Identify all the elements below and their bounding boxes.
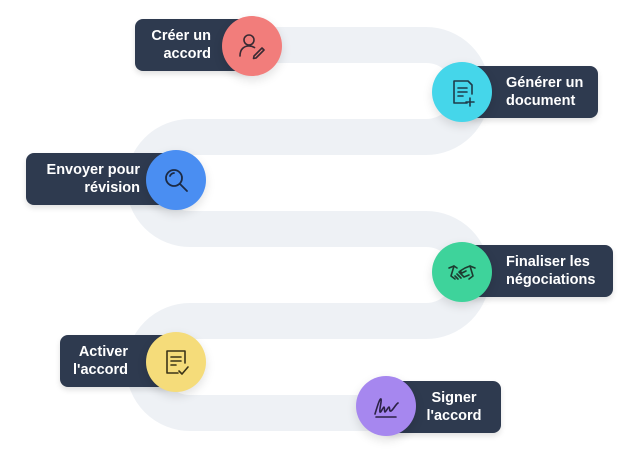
create-agreement-step-circle [222,16,282,76]
step-line-1: Finaliser les [506,254,590,270]
activate-agreement-step-circle [146,332,206,392]
finalize-negotiations-step-circle [432,242,492,302]
send-review-step-circle [146,150,206,210]
handshake-icon [448,265,476,280]
document-add-icon [453,80,475,107]
step-line-1: Créer un [151,28,211,44]
step-line-2: l'accord [426,408,482,424]
step-line-1: Générer un [506,75,584,91]
checklist-document-icon [166,350,189,375]
sign-agreement-step-circle [356,376,416,436]
signature-icon [374,398,399,418]
step-line-1: Activer [78,344,128,360]
magnifier-icon [165,169,188,192]
step-generate-document-label: Générer un document [466,66,598,118]
user-edit-icon [239,34,265,60]
generate-document-step-circle [432,62,492,122]
step-line-1: Envoyer pour [46,162,140,178]
step-line-2: révision [84,180,140,196]
step-line-1: Signer [431,390,477,406]
step-line-2: accord [163,46,211,62]
step-line-2: négociations [506,272,596,288]
step-line-2: document [506,93,576,109]
step-line-2: l'accord [72,362,128,378]
